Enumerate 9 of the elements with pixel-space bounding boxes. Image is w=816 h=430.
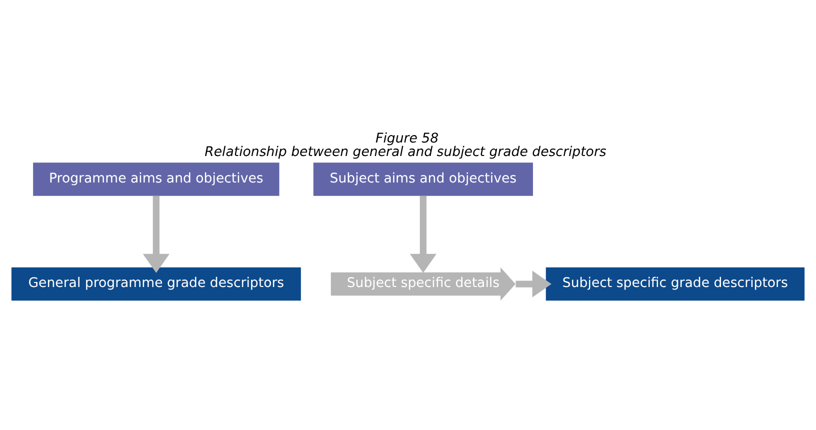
node-box: Subject specific grade descriptors (546, 267, 805, 301)
arrow (410, 196, 437, 273)
node-box: Programme aims and objectives (33, 162, 280, 196)
caption: Relationship between general and subject grade descriptors (204, 144, 606, 160)
node-box: Subject aims and objectives (313, 162, 533, 196)
arrow (142, 196, 170, 273)
arrow (516, 270, 552, 298)
node-box: General programme grade descriptors (11, 267, 301, 301)
diagram-title: Figure 58 (376, 131, 439, 146)
